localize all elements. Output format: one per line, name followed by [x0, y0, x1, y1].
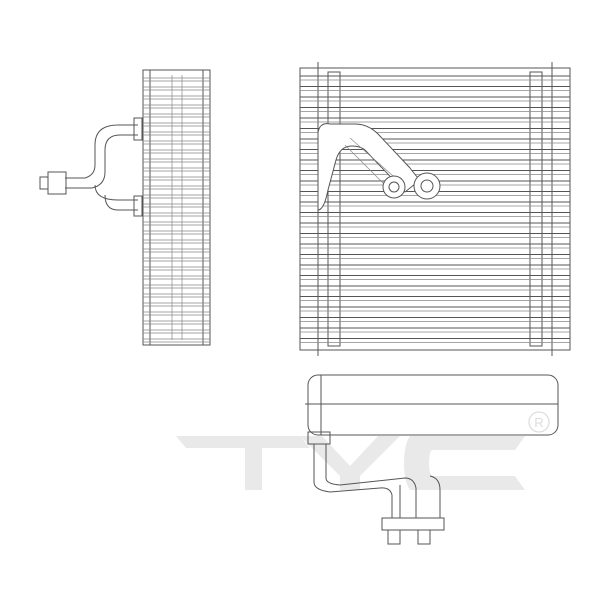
side-view	[39, 69, 211, 346]
tyc-watermark-logo: R	[176, 411, 550, 490]
svg-text:R: R	[534, 415, 543, 430]
top-view	[305, 374, 559, 545]
front-view	[299, 62, 571, 356]
